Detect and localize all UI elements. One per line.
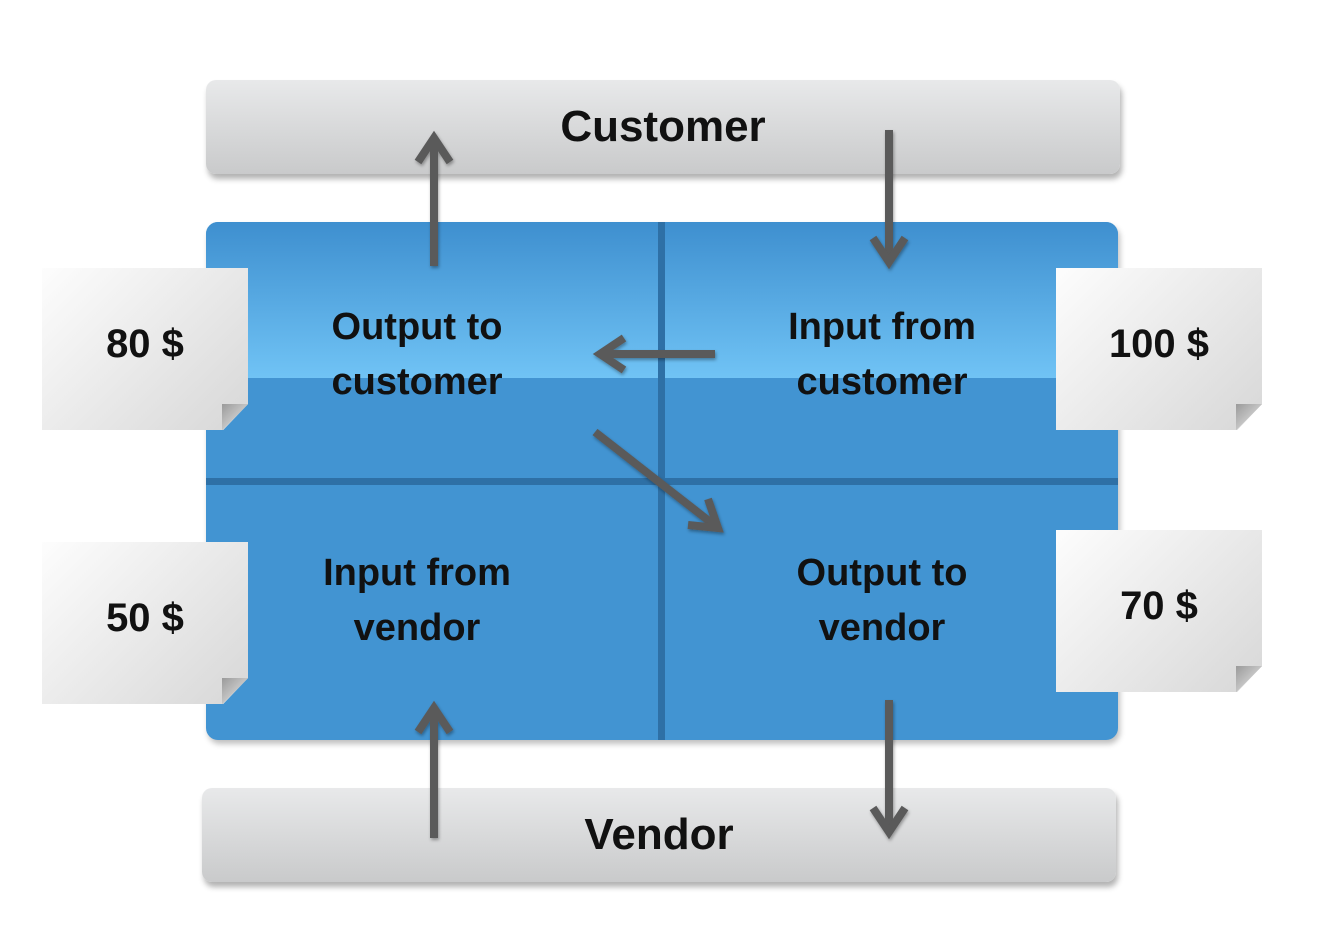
customer-bar: Customer [206, 80, 1120, 174]
amount-label: 100 $ [1108, 321, 1210, 366]
quadrant-label-line: customer [331, 361, 503, 403]
amount-label: 70 $ [1120, 583, 1198, 628]
quadrant-label-line: customer [796, 361, 968, 403]
amount-note-input-from-vendor: 50 $ [42, 542, 248, 704]
amount-note-input-from-customer: 100 $ [1056, 268, 1262, 430]
amount-label: 80 $ [106, 321, 184, 366]
amount-label: 50 $ [106, 595, 184, 640]
page-curl [1236, 404, 1262, 430]
quadrant-label-line: vendor [818, 607, 946, 649]
page-curl [1236, 666, 1262, 692]
quadrant-output-to-customer: Output to customer [207, 300, 627, 410]
matrix-horizontal-divider [206, 478, 1118, 485]
quadrant-output-to-vendor: Output to vendor [672, 546, 1092, 656]
quadrant-label-line: vendor [353, 607, 481, 649]
value-matrix [206, 222, 1118, 740]
quadrant-label-line: Input from [788, 306, 976, 348]
quadrant-label-line: Output to [331, 306, 503, 348]
amount-note-output-to-customer: 80 $ [42, 268, 248, 430]
vendor-bar: Vendor [202, 788, 1116, 882]
customer-label: Customer [560, 102, 766, 151]
vendor-label: Vendor [584, 810, 734, 859]
quadrant-input-from-vendor: Input from vendor [207, 546, 627, 656]
quadrant-label-line: Output to [796, 552, 968, 594]
quadrant-label-line: Input from [323, 552, 511, 594]
amount-note-output-to-vendor: 70 $ [1056, 530, 1262, 692]
quadrant-input-from-customer: Input from customer [672, 300, 1092, 410]
